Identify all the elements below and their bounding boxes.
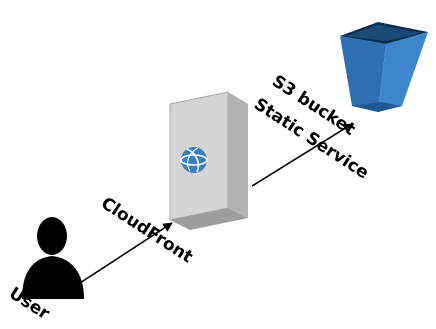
s3-bucket-icon: [340, 22, 428, 112]
cloudfront-to-s3-arrow: [251, 123, 353, 187]
user-silhouette-icon: [22, 217, 84, 299]
user-to-cloudfront-arrow: [79, 222, 173, 284]
cloudfront-server-icon: [169, 91, 248, 230]
globe-icon: [180, 147, 208, 173]
